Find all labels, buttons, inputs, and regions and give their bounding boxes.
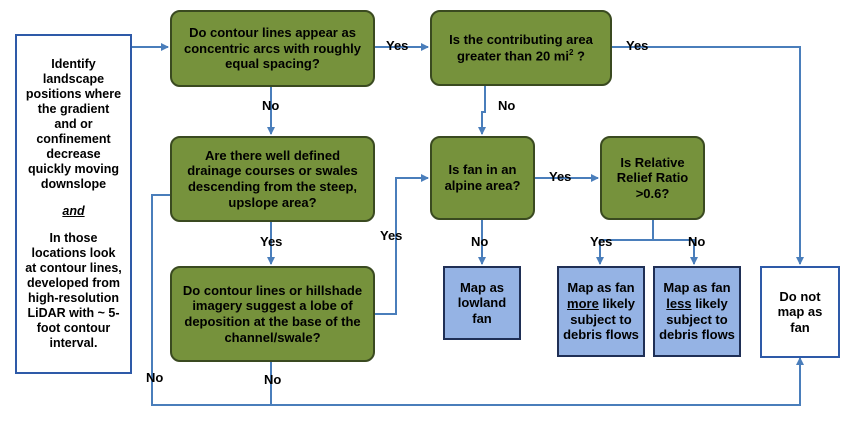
less-text-underlined: less bbox=[666, 295, 692, 311]
decision-drainage-courses: Are there well defined drainage courses … bbox=[170, 136, 375, 222]
q2-text-a: Is the contributing area greater than 20… bbox=[449, 32, 593, 64]
decision-lobe-of-deposition-text: Do contour lines or hillshade imagery su… bbox=[182, 282, 363, 345]
decision-concentric-arcs: Do contour lines appear as concentric ar… bbox=[170, 10, 375, 87]
outcome-do-not-map: Do not map as fan bbox=[760, 266, 840, 358]
decision-contributing-area-text: Is the contributing area greater than 20… bbox=[440, 32, 602, 64]
decision-contributing-area: Is the contributing area greater than 20… bbox=[430, 10, 612, 86]
label-q2-no: No bbox=[498, 98, 516, 113]
arrow-q4-yes bbox=[375, 174, 429, 315]
label-q4-no: No bbox=[264, 372, 282, 387]
start-text-1: Identify landscape positions where the g… bbox=[25, 57, 122, 191]
arrow-q2-no bbox=[478, 86, 486, 135]
arrow-q6-no bbox=[653, 239, 698, 265]
label-q1-yes: Yes bbox=[386, 38, 409, 53]
more-text-b: likely subject to debris flows bbox=[563, 295, 639, 343]
label-q3-yes: Yes bbox=[260, 234, 283, 249]
start-box: Identify landscape positions where the g… bbox=[15, 34, 132, 374]
more-text-a: Map as fan bbox=[567, 280, 635, 296]
outcome-less-debris: Map as fan less likely subject to debris… bbox=[653, 266, 741, 357]
arrow-q6-yes bbox=[596, 220, 654, 265]
outcome-do-not-map-text: Do not map as fan bbox=[777, 288, 823, 335]
decision-lobe-of-deposition: Do contour lines or hillshade imagery su… bbox=[170, 266, 375, 362]
label-q5-yes: Yes bbox=[549, 169, 572, 184]
arrow-q2-yes bbox=[612, 46, 804, 265]
label-q1-no: No bbox=[262, 98, 280, 113]
less-text-a: Map as fan bbox=[663, 280, 731, 296]
arrow-q3-no bbox=[151, 194, 271, 406]
q2-text-b: ? bbox=[573, 48, 585, 64]
label-q3-no: No bbox=[146, 370, 164, 385]
decision-alpine-area: Is fan in an alpine area? bbox=[430, 136, 535, 220]
less-text-b: likely subject to debris flows bbox=[659, 295, 735, 343]
label-q6-no: No bbox=[688, 234, 706, 249]
decision-concentric-arcs-text: Do contour lines appear as concentric ar… bbox=[184, 25, 361, 72]
outcome-lowland-fan-text: Map as lowland fan bbox=[457, 279, 507, 326]
label-q6-yes: Yes bbox=[590, 234, 613, 249]
outcome-more-debris-text: Map as fan more likely subject to debris… bbox=[563, 280, 639, 342]
q2-superscript: 2 bbox=[568, 47, 574, 57]
outcome-lowland-fan: Map as lowland fan bbox=[443, 266, 521, 340]
more-text-underlined: more bbox=[567, 295, 599, 311]
outcome-less-debris-text: Map as fan less likely subject to debris… bbox=[659, 280, 735, 342]
decision-relief-ratio-text: Is Relative Relief Ratio >0.6? bbox=[616, 154, 689, 201]
label-q5-no: No bbox=[471, 234, 489, 249]
arrow-bottom-no bbox=[270, 357, 804, 406]
start-and: and bbox=[62, 204, 85, 218]
start-text-2: In those locations look at contour lines… bbox=[25, 231, 122, 350]
decision-alpine-area-text: Is fan in an alpine area? bbox=[444, 162, 521, 193]
label-q4-yes: Yes bbox=[380, 228, 403, 243]
decision-relief-ratio: Is Relative Relief Ratio >0.6? bbox=[600, 136, 705, 220]
decision-drainage-courses-text: Are there well defined drainage courses … bbox=[187, 147, 358, 210]
label-q2-yes: Yes bbox=[626, 38, 649, 53]
outcome-more-debris: Map as fan more likely subject to debris… bbox=[557, 266, 645, 357]
